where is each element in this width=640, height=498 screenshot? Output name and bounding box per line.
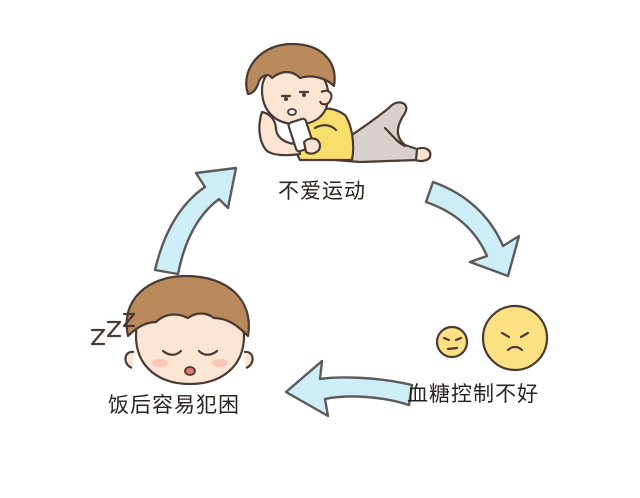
step-label-no-exercise: 不爱运动 bbox=[278, 179, 366, 203]
arrow-to-sleepy bbox=[284, 359, 414, 418]
arrow-to-no-exercise bbox=[153, 166, 238, 276]
lying-boy-reading-phone-icon bbox=[245, 42, 432, 164]
sleep-z-marks-icon bbox=[90, 312, 136, 346]
step-label-sleepy-after-meals: 饭后容易犯困 bbox=[108, 393, 240, 417]
arrow-to-blood-sugar bbox=[424, 180, 521, 278]
unhappy-faces-icon bbox=[435, 304, 549, 372]
step-label-poor-blood-sugar-control: 血糖控制不好 bbox=[407, 382, 539, 406]
sleeping-boy-icon bbox=[124, 274, 254, 386]
